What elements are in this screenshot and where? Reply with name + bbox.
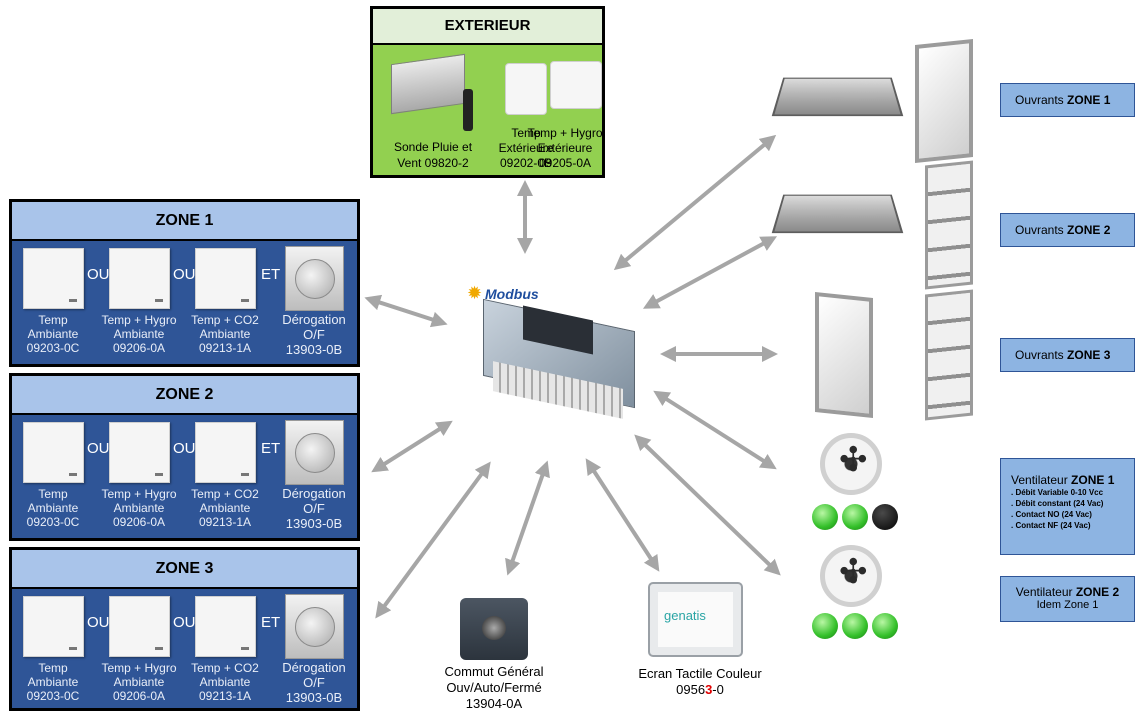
temp-sensor-icon (23, 596, 84, 657)
window-icon (915, 38, 973, 164)
temp-sensor-icon (23, 422, 84, 483)
exterieur-title: EXTERIEUR (373, 9, 602, 45)
arrow-ouvrants1 (613, 134, 777, 271)
temp-hygro-sensor-icon (109, 422, 170, 483)
ouvrants-zone3-label: Ouvrants ZONE 3 (1000, 338, 1135, 372)
conj-et: ET (261, 266, 281, 283)
conj-et: ET (261, 614, 281, 631)
temp-exterieure-label: Temp Extérieure 09202-0B (498, 126, 554, 170)
temp-hygro-sensor-icon (109, 596, 170, 657)
ouvrants-zone1-label: Ouvrants ZONE 1 (1000, 83, 1135, 117)
led-on-icon (842, 613, 868, 639)
ouvrants-zone2-label: Ouvrants ZONE 2 (1000, 213, 1135, 247)
window-icon (815, 291, 873, 419)
modbus-controller-icon (483, 298, 635, 419)
led-on-icon (842, 504, 868, 530)
modbus-brand: Modbus (485, 286, 539, 302)
skylight-icon (771, 77, 904, 117)
arrow-zone2 (371, 420, 453, 473)
exterieur-panel: EXTERIEUR Sonde Pluie et Vent 09820-2 Te… (370, 6, 605, 178)
arrow-zone1 (364, 294, 448, 328)
conj-ou: OU (87, 266, 110, 283)
louver-window-icon (925, 289, 973, 421)
commut-label: Commut Général Ouv/Auto/Fermé 13904-0A (444, 664, 544, 711)
fan-icon: ✣ (820, 545, 882, 607)
temp-hygro-exterieure-sensor-icon (550, 61, 602, 109)
led-on-icon (872, 613, 898, 639)
rain-wind-sensor-icon (391, 53, 465, 115)
arrow-ouvrants2 (642, 236, 778, 309)
conj-ou: OU (173, 266, 196, 283)
led-on-icon (812, 504, 838, 530)
arrow-vent1 (653, 390, 777, 470)
skylight-icon (771, 194, 904, 234)
ventilateur-zone1-label: Ventilateur ZONE 1 . Débit Variable 0-10… (1000, 458, 1135, 555)
louver-window-icon (925, 160, 973, 290)
arrow-commut (505, 460, 550, 576)
modbus-star-icon: ✹ (467, 283, 483, 303)
touch-screen-icon: genatis (648, 582, 743, 657)
conj-ou: OU (173, 614, 196, 631)
screen-brand: genatis (664, 608, 706, 623)
rain-sensor-probe-icon (463, 89, 473, 131)
conj-et: ET (261, 440, 281, 457)
temp-hygro-exterieure-label: Temp + Hygro Extérieure 09205-0A (527, 126, 603, 170)
arrow-ecran (585, 458, 660, 572)
ventilateur-zone2-label: Ventilateur ZONE 2 Idem Zone 1 (1000, 576, 1135, 622)
arrow-vent2 (634, 434, 781, 576)
led-on-icon (812, 613, 838, 639)
fan-icon: ✣ (820, 433, 882, 495)
ventilateur-zone1-details: . Débit Variable 0-10 Vcc . Débit consta… (1011, 488, 1104, 530)
temp-co2-sensor-icon (195, 422, 256, 483)
ecran-label: Ecran Tactile Couleur 09563-0 (638, 666, 762, 697)
derogation-knob-icon (285, 594, 344, 659)
derogation-knob-icon (285, 246, 344, 311)
temp-sensor-icon (23, 248, 84, 309)
commut-switch-icon (460, 598, 528, 660)
zone-title: ZONE 3 (12, 550, 357, 589)
zone-title: ZONE 1 (12, 202, 357, 241)
temp-co2-sensor-icon (195, 248, 256, 309)
zone-title: ZONE 2 (12, 376, 357, 415)
conj-ou: OU (87, 440, 110, 457)
temp-hygro-sensor-icon (109, 248, 170, 309)
conj-ou: OU (173, 440, 196, 457)
arrow-zone3 (375, 461, 491, 619)
temp-exterieure-sensor-icon (505, 63, 547, 115)
temp-co2-sensor-icon (195, 596, 256, 657)
conj-ou: OU (87, 614, 110, 631)
derogation-knob-icon (285, 420, 344, 485)
led-off-icon (872, 504, 898, 530)
sonde-pluie-vent-label: Sonde Pluie et Vent 09820-2 (393, 140, 473, 170)
